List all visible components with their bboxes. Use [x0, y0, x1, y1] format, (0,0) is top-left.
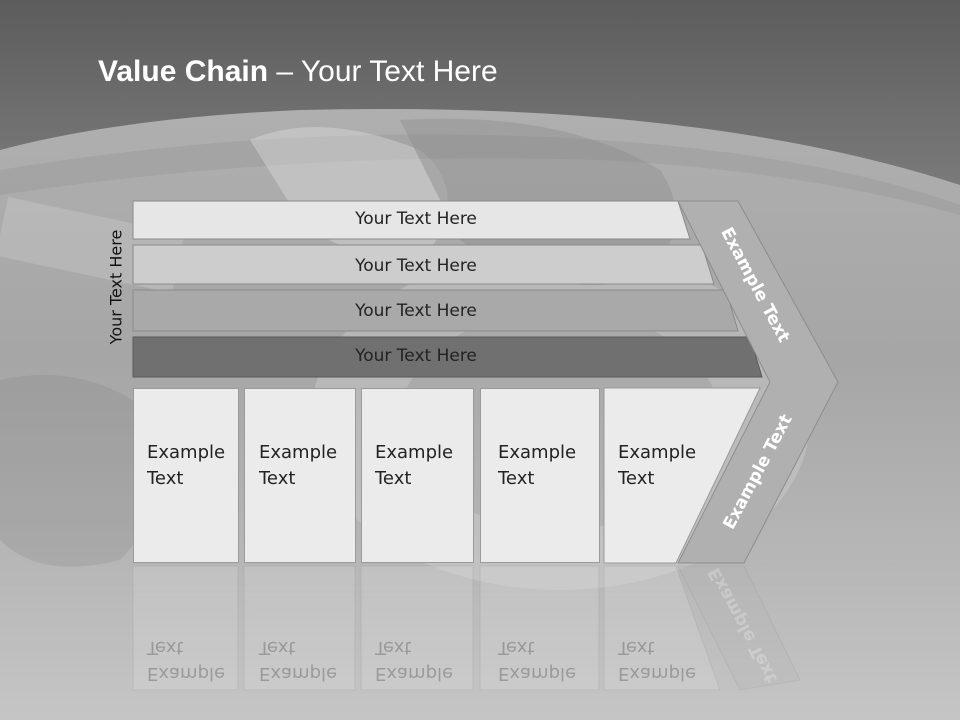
box-4-text-reflection: Example Text [498, 634, 576, 686]
box-5 [603, 387, 761, 564]
boxes-reflection [132, 565, 721, 691]
box-2 [244, 388, 356, 563]
box-3-line1: Example [375, 442, 454, 463]
side-label: Your Text Here [106, 229, 126, 345]
box-5-line1: Example [618, 442, 697, 463]
box-1-line1: Example [147, 442, 226, 463]
box-5-text: Example Text [618, 440, 696, 492]
box-4 [480, 388, 600, 563]
chevron-arrow [677, 200, 839, 564]
box-3-reflection-line1: Example [375, 663, 454, 684]
title-rest: – Your Text Here [268, 55, 498, 88]
box-2-text: Example Text [259, 440, 337, 492]
box-5-reflection-line1: Example [618, 663, 697, 684]
page-title: Value Chain – Your Text Here [98, 55, 498, 89]
box-4-reflection-line2: Text [498, 637, 535, 658]
box-1-text: Example Text [147, 440, 225, 492]
bar-2 [132, 244, 715, 285]
box-1-text-reflection: Example Text [147, 634, 225, 686]
chevron-reflection [677, 565, 801, 691]
bar-1 [132, 200, 691, 240]
box-2-line2: Text [259, 468, 296, 489]
box-4-line1: Example [498, 442, 577, 463]
box-2-text-reflection: Example Text [259, 634, 337, 686]
bar-4 [132, 336, 763, 378]
box-1-reflection-line1: Example [147, 663, 226, 684]
box-1-line2: Text [147, 468, 184, 489]
bar-1-label: Your Text Here [355, 209, 477, 229]
box-3-line2: Text [375, 468, 412, 489]
box-5-line2: Text [618, 468, 655, 489]
box-1 [133, 388, 239, 563]
box-5-reflection-line2: Text [618, 637, 655, 658]
bar-4-label: Your Text Here [355, 346, 477, 366]
box-3 [361, 388, 474, 563]
box-2-reflection-line2: Text [259, 637, 296, 658]
bar-3-label: Your Text Here [355, 301, 477, 321]
box-4-text: Example Text [498, 440, 576, 492]
box-3-text: Example Text [375, 440, 453, 492]
box-3-reflection-line2: Text [375, 637, 412, 658]
box-2-line1: Example [259, 442, 338, 463]
bar-2-label: Your Text Here [355, 256, 477, 276]
box-1-reflection-line2: Text [147, 637, 184, 658]
box-2-reflection-line1: Example [259, 663, 338, 684]
box-5-text-reflection: Example Text [618, 634, 696, 686]
bar-3 [132, 289, 739, 332]
box-4-line2: Text [498, 468, 535, 489]
box-4-reflection-line1: Example [498, 663, 577, 684]
box-3-text-reflection: Example Text [375, 634, 453, 686]
title-bold: Value Chain [98, 55, 269, 88]
